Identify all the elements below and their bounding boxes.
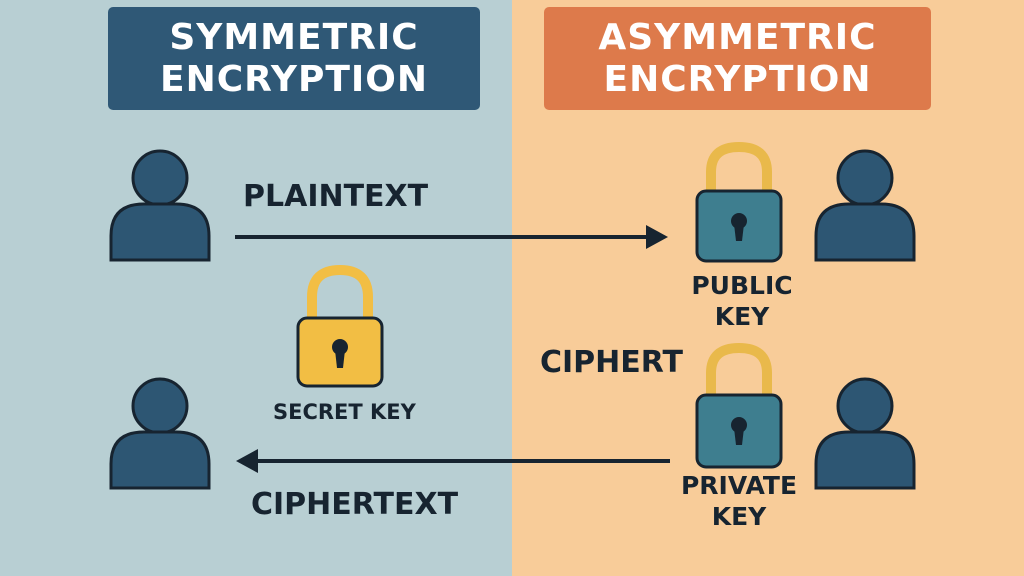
asymmetric-title-box: ASYMMETRIC ENCRYPTION (544, 7, 931, 110)
public-key-line2: KEY (714, 302, 770, 331)
padlock-icon (296, 264, 384, 388)
person-icon (109, 377, 211, 490)
public-key-label: PUBLIC KEY (662, 270, 822, 332)
arrow-left-icon (236, 449, 670, 473)
person-icon (814, 377, 916, 490)
padlock-icon (695, 342, 783, 469)
private-key-label: PRIVATE KEY (659, 470, 819, 532)
public-key-line1: PUBLIC (691, 271, 793, 300)
symmetric-title-line1: SYMMETRIC (169, 16, 419, 58)
ciphertext-label: CIPHERTEXT (251, 487, 459, 522)
private-key-line2: KEY (711, 502, 767, 531)
symmetric-title-line2: ENCRYPTION (159, 58, 429, 100)
asymmetric-title-line2: ENCRYPTION (603, 58, 872, 100)
arrow-right-icon (235, 225, 668, 249)
plaintext-label: PLAINTEXT (243, 179, 429, 214)
symmetric-title-box: SYMMETRIC ENCRYPTION (108, 7, 480, 110)
padlock-icon (695, 141, 783, 263)
ciphert-label: CIPHERT (540, 345, 683, 380)
private-key-line1: PRIVATE (680, 471, 798, 500)
secret-key-label: SECRET KEY (273, 400, 416, 424)
person-icon (814, 149, 916, 262)
person-icon (109, 149, 211, 262)
asymmetric-title-line1: ASYMMETRIC (598, 16, 877, 58)
